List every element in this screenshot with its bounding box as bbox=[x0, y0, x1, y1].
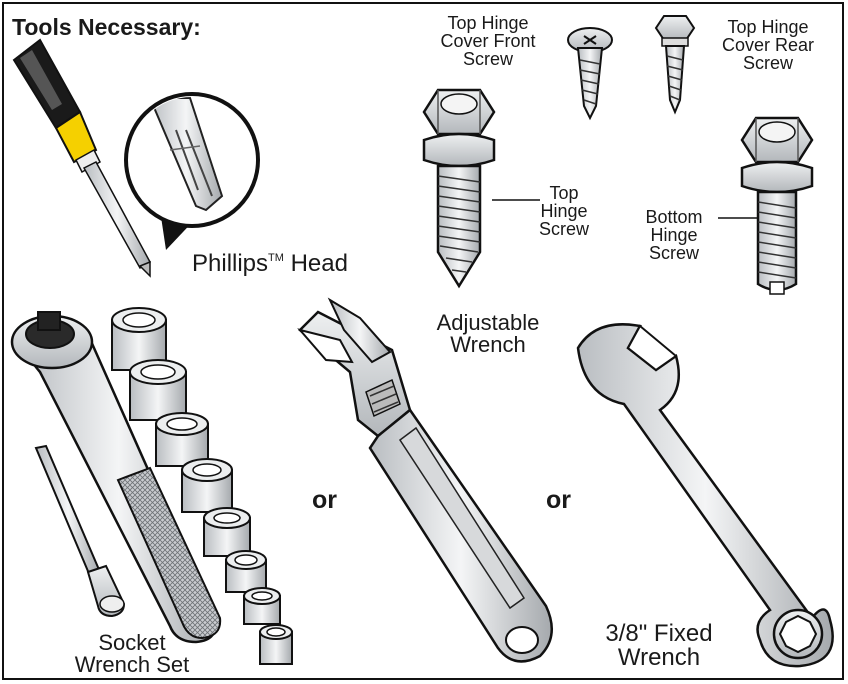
socket-set bbox=[111, 307, 293, 665]
top-hinge-cover-rear-screw-label: Top Hinge Cover Rear Screw bbox=[721, 17, 815, 73]
bottom-hinge-screw-label: Bottom Hinge Screw bbox=[645, 207, 703, 263]
fixed-wrench bbox=[576, 323, 834, 668]
phillips-tip-magnifier bbox=[124, 92, 260, 250]
top-hinge-cover-rear-screw bbox=[654, 15, 696, 115]
adjustable-wrench bbox=[297, 297, 553, 663]
fixed-wrench-label: 3/8" Fixed Wrench bbox=[605, 620, 713, 671]
phillips-head-label-suffix: Head bbox=[283, 250, 348, 277]
top-hinge-screw-label: Top Hinge Screw bbox=[538, 183, 589, 239]
phillips-head-label: PhillipsTM Head bbox=[192, 252, 348, 276]
bottom-hinge-screw bbox=[718, 116, 814, 295]
phillips-head-label-text: Phillips bbox=[192, 250, 269, 277]
trademark-mark: TM bbox=[268, 252, 284, 264]
adjustable-wrench-label: Adjustable Wrench bbox=[436, 310, 540, 357]
socket-extension-bar bbox=[34, 444, 126, 618]
or-label-1: or bbox=[312, 486, 337, 514]
socket-wrench-ratchet bbox=[10, 311, 222, 644]
screwdriver bbox=[12, 38, 152, 278]
top-hinge-cover-front-screw-label: Top Hinge Cover Front Screw bbox=[440, 13, 536, 69]
top-hinge-cover-front-screw bbox=[567, 27, 613, 121]
socket-wrench-set-label: Socket Wrench Set bbox=[74, 630, 190, 677]
or-label-2: or bbox=[546, 486, 571, 514]
top-hinge-screw bbox=[422, 88, 540, 289]
tools-title: Tools Necessary: bbox=[12, 14, 201, 40]
